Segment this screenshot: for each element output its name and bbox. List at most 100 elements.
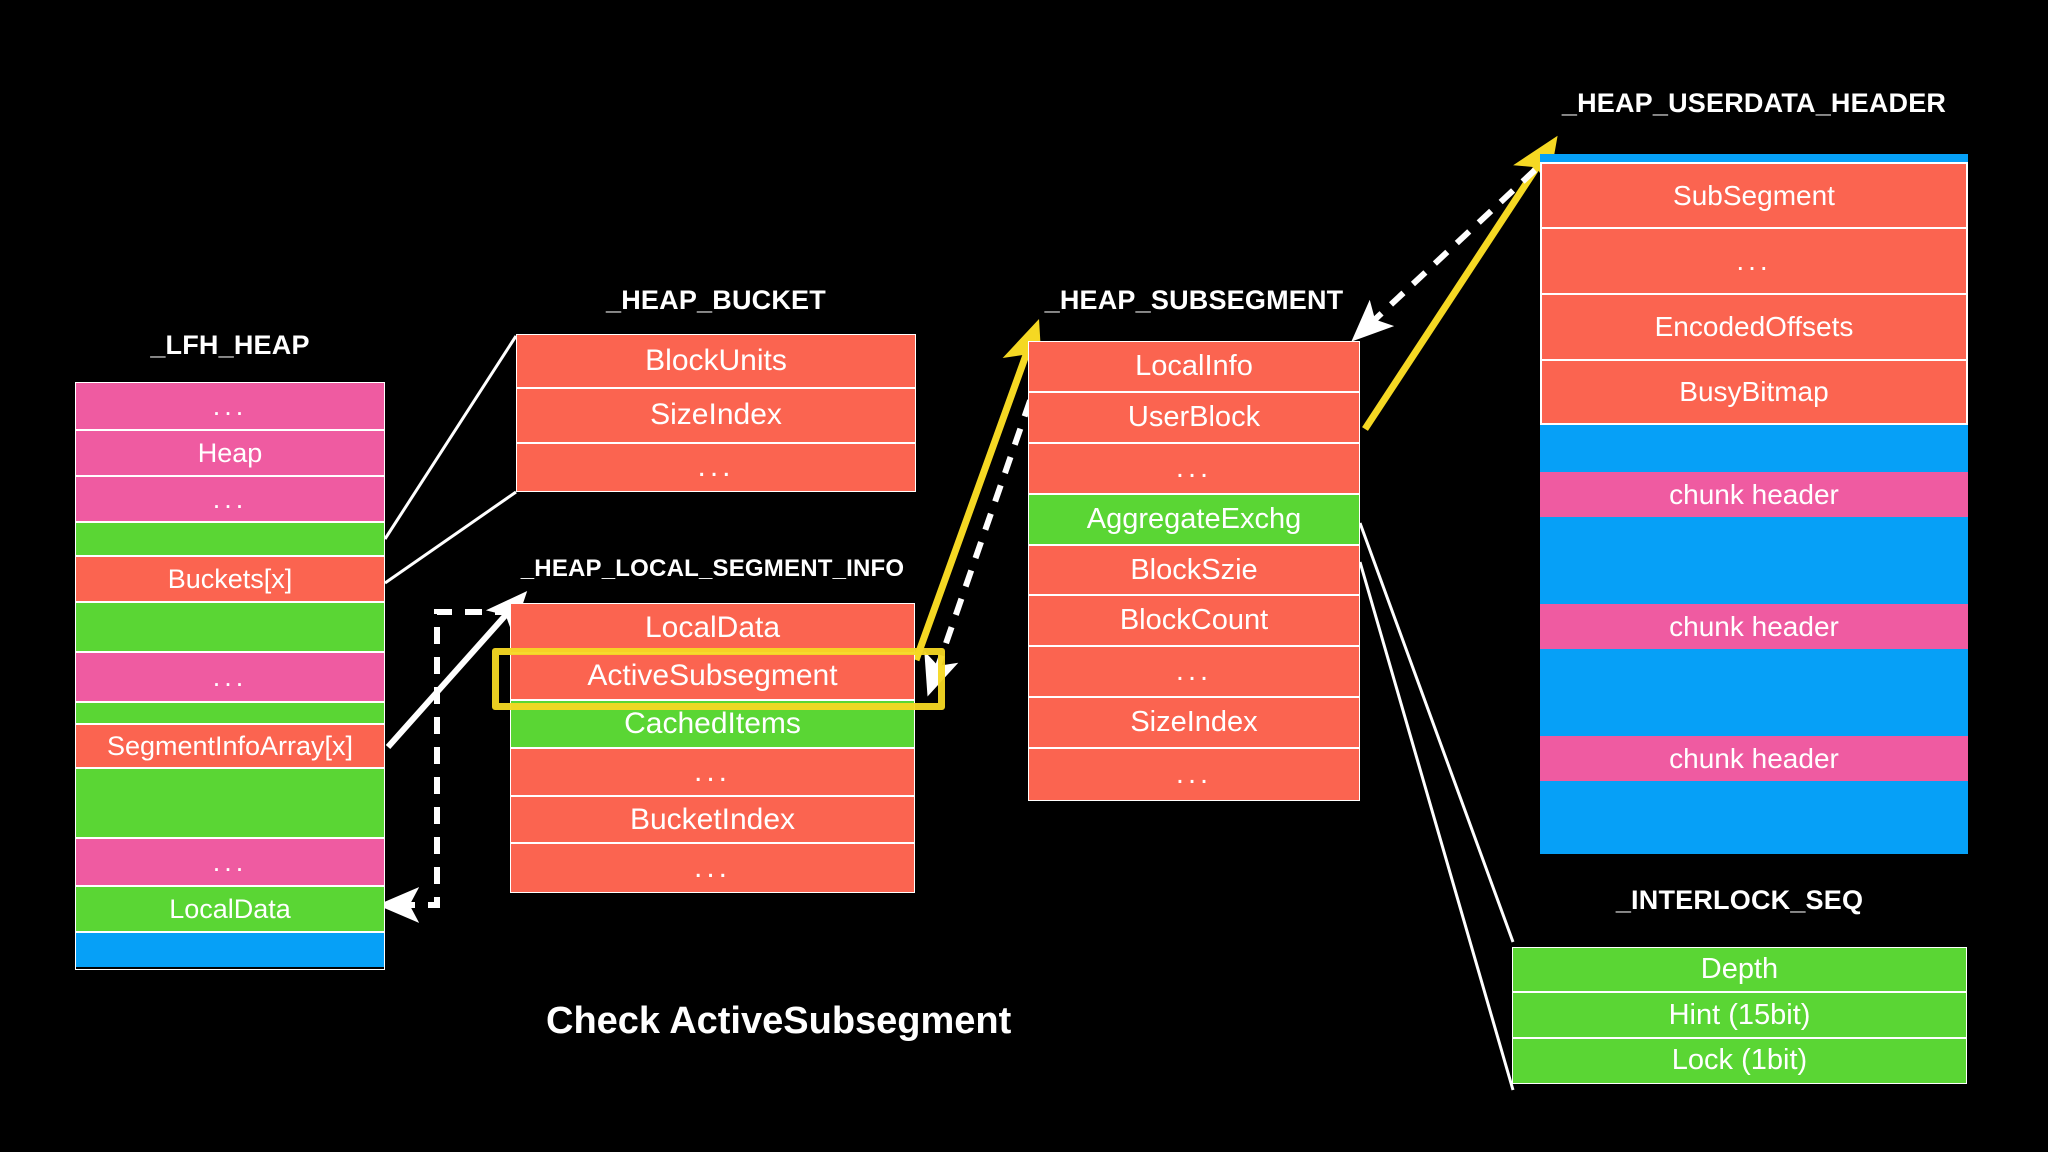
row-lfh-heap[interactable]: Heap	[76, 431, 384, 477]
row-lfh-localdata[interactable]: LocalData	[76, 887, 384, 933]
struct-heap-userdata-header: _HEAP_USERDATA_HEADER SubSegment ... Enc…	[1540, 88, 1968, 858]
connector-userblock-to-userdata-header	[1362, 135, 1558, 431]
row-lsi-cacheditems[interactable]: CachedItems	[511, 701, 914, 749]
row-is-hint[interactable]: Hint (15bit)	[1513, 993, 1966, 1039]
row-label: ActiveSubsegment	[587, 659, 838, 693]
row-lfh-segmentinfoarray[interactable]: SegmentInfoArray[x]	[76, 725, 384, 769]
row-lfh-spacer-3[interactable]	[76, 703, 384, 725]
struct-title-heap-subsegment: _HEAP_SUBSEGMENT	[1044, 285, 1344, 315]
row-label: Hint (15bit)	[1668, 998, 1811, 1031]
connector-userdata-back-to-subsegment	[1351, 167, 1538, 342]
struct-rows-heap-subsegment: LocalInfo UserBlock ... AggregateExchg B…	[1028, 341, 1360, 801]
row-is-lock[interactable]: Lock (1bit)	[1513, 1038, 1966, 1084]
row-ss-userblock[interactable]: UserBlock	[1029, 392, 1359, 444]
row-label: EncodedOffsets	[1654, 311, 1854, 342]
row-label: chunk header	[1669, 478, 1839, 510]
row-udh-chunk-body-2[interactable]	[1540, 517, 1968, 604]
struct-title-heap-bucket: _HEAP_BUCKET	[606, 285, 826, 315]
row-ss-localinfo[interactable]: LocalInfo	[1029, 342, 1359, 393]
row-ss-dots-2[interactable]: ...	[1029, 647, 1359, 699]
row-bucket-sizeindex[interactable]: SizeIndex	[517, 389, 915, 444]
row-ss-blockszie[interactable]: BlockSzie	[1029, 545, 1359, 597]
row-lsi-activesubsegment[interactable]: ActiveSubsegment	[511, 653, 914, 702]
struct-lfh-heap: _LFH_HEAP ... Heap ... Buckets[x] ... Se…	[75, 330, 385, 970]
row-label: BucketIndex	[629, 802, 796, 836]
row-label: SizeIndex	[1130, 706, 1258, 739]
row-label: LocalInfo	[1135, 349, 1253, 382]
row-ss-dots-3[interactable]: ...	[1029, 749, 1359, 801]
struct-rows-lfh-heap: ... Heap ... Buckets[x] ... SegmentInfoA…	[75, 382, 385, 970]
row-udh-chunk-body-3[interactable]	[1540, 649, 1968, 736]
struct-title-heap-userdata-header: _HEAP_USERDATA_HEADER	[1561, 88, 1947, 118]
row-label: ...	[693, 851, 731, 885]
row-label: chunk header	[1669, 742, 1839, 774]
row-lsi-bucketindex[interactable]: BucketIndex	[511, 796, 914, 845]
struct-heap-bucket: _HEAP_BUCKET BlockUnits SizeIndex ...	[516, 285, 916, 500]
row-udh-chunk-header-2[interactable]: chunk header	[1540, 604, 1968, 649]
row-udh-subsegment[interactable]: SubSegment	[1540, 162, 1968, 227]
row-label: AggregateExchg	[1086, 502, 1302, 535]
connector-localdata-back-to-lfh	[377, 609, 512, 923]
row-lfh-spacer-1[interactable]	[76, 523, 384, 557]
row-ss-sizeindex[interactable]: SizeIndex	[1029, 698, 1359, 750]
row-lfh-dots-3[interactable]: ...	[76, 653, 384, 703]
row-label: BlockSzie	[1130, 553, 1258, 586]
row-lfh-spacer-2[interactable]	[76, 603, 384, 653]
row-label: ...	[1175, 655, 1213, 688]
struct-rows-interlock-seq: Depth Hint (15bit) Lock (1bit)	[1512, 947, 1967, 1084]
row-label: Heap	[197, 437, 263, 468]
connector-activesubsegment-to-subsegment	[912, 318, 1043, 662]
row-ss-dots-1[interactable]: ...	[1029, 443, 1359, 495]
struct-heap-local-segment-info: _HEAP_LOCAL_SEGMENT_INFO LocalData Activ…	[510, 555, 915, 895]
struct-rows-heap-bucket: BlockUnits SizeIndex ...	[516, 334, 916, 492]
row-label: SizeIndex	[650, 398, 782, 432]
row-is-depth[interactable]: Depth	[1513, 948, 1966, 994]
struct-title-lfh-heap: _LFH_HEAP	[150, 330, 310, 360]
row-ss-blockcount[interactable]: BlockCount	[1029, 596, 1359, 648]
row-lfh-dots-1[interactable]: ...	[76, 383, 384, 431]
row-label: ...	[1175, 451, 1213, 484]
row-label: ...	[693, 754, 731, 788]
row-udh-chunk-body-4[interactable]	[1540, 781, 1968, 854]
row-label: ...	[212, 483, 248, 514]
struct-interlock-seq: _INTERLOCK_SEQ Depth Hint (15bit) Lock (…	[1512, 885, 1967, 1085]
struct-heap-subsegment: _HEAP_SUBSEGMENT LocalInfo UserBlock ...…	[1028, 285, 1360, 805]
connector-aggregateexchg-to-interlock-seq	[1358, 522, 1515, 1091]
diagram-caption: Check ActiveSubsegment	[546, 1000, 1012, 1042]
struct-title-heap-local-segment-info: _HEAP_LOCAL_SEGMENT_INFO	[520, 555, 905, 582]
row-bucket-dots[interactable]: ...	[517, 443, 915, 491]
row-udh-dots[interactable]: ...	[1540, 227, 1968, 293]
row-udh-chunk-body-1[interactable]	[1540, 425, 1968, 472]
row-lsi-dots-1[interactable]: ...	[511, 749, 914, 797]
struct-title-interlock-seq: _INTERLOCK_SEQ	[1615, 885, 1864, 915]
row-label: ...	[212, 661, 248, 692]
connector-subsegment-to-activesubsegment	[924, 371, 1043, 697]
row-label: ...	[212, 390, 248, 421]
row-udh-chunk-header-3[interactable]: chunk header	[1540, 736, 1968, 781]
row-udh-chunk-header-1[interactable]: chunk header	[1540, 472, 1968, 517]
row-lsi-dots-2[interactable]: ...	[511, 844, 914, 892]
row-ss-aggregateexchg[interactable]: AggregateExchg	[1029, 494, 1359, 546]
row-label: BlockUnits	[645, 344, 787, 378]
struct-rows-heap-userdata-header: SubSegment ... EncodedOffsets BusyBitmap…	[1540, 154, 1968, 854]
row-udh-encodedoffsets[interactable]: EncodedOffsets	[1540, 293, 1968, 359]
row-udh-busybitmap[interactable]: BusyBitmap	[1540, 359, 1968, 425]
row-label: LocalData	[169, 893, 291, 924]
row-lfh-dots-4[interactable]: ...	[76, 839, 384, 887]
row-lfh-userblock-tail[interactable]	[76, 933, 384, 967]
row-lsi-localdata[interactable]: LocalData	[511, 604, 914, 654]
row-bucket-blockunits[interactable]: BlockUnits	[517, 335, 915, 390]
row-udh-top-gap[interactable]	[1540, 154, 1968, 162]
row-lfh-spacer-4[interactable]	[76, 769, 384, 839]
row-label: ...	[1736, 245, 1772, 276]
row-label: UserBlock	[1127, 400, 1261, 433]
row-lfh-buckets[interactable]: Buckets[x]	[76, 557, 384, 603]
row-label: BlockCount	[1119, 604, 1269, 637]
row-label: BusyBitmap	[1679, 376, 1829, 407]
row-label: ...	[697, 450, 735, 484]
row-lfh-dots-2[interactable]: ...	[76, 477, 384, 523]
row-label: CachedItems	[624, 707, 801, 741]
row-label: ...	[1175, 758, 1213, 791]
row-label: Buckets[x]	[167, 563, 293, 594]
